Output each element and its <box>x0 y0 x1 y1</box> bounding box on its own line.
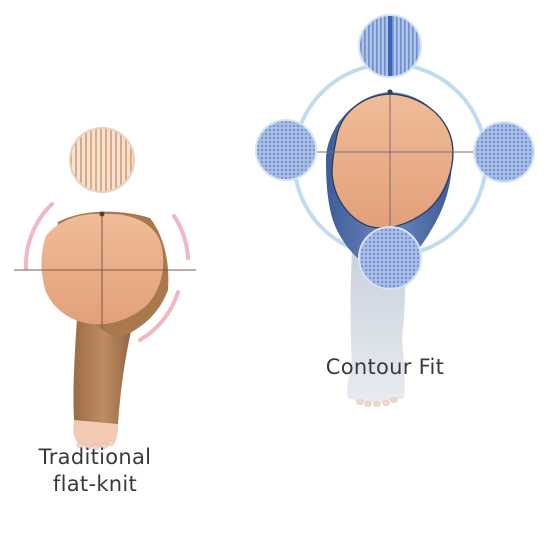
top-marker-right <box>387 89 392 94</box>
flat-knit-fabric-swatch <box>70 128 134 192</box>
traditional-caption: Traditional flat-knit <box>20 444 170 498</box>
pink-pressure-arc-right <box>174 216 188 258</box>
contour-fit-figure <box>256 15 534 406</box>
top-marker <box>100 212 105 217</box>
fabric-swatch-bottom <box>359 227 421 289</box>
fabric-swatch-right <box>474 122 534 182</box>
fabric-swatch-left <box>256 120 316 180</box>
traditional-flat-knit-figure <box>14 128 196 449</box>
traditional-caption-line2: flat-knit <box>20 471 170 498</box>
swatch-top-center-stripe <box>388 16 392 76</box>
contour-fit-caption: Contour Fit <box>300 354 470 381</box>
traditional-caption-line1: Traditional <box>20 444 170 471</box>
